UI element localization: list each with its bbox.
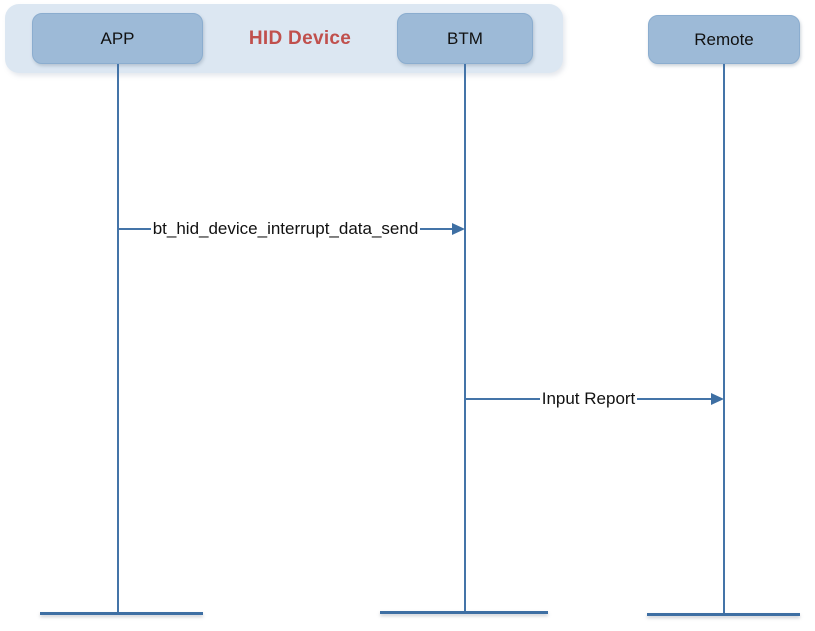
arrowhead-right-icon: [452, 223, 465, 235]
termination-bar-app: [40, 612, 203, 615]
actor-box-remote: Remote: [648, 15, 800, 64]
lifeline-remote: [723, 64, 725, 613]
actor-label-btm: BTM: [447, 28, 483, 48]
termination-bar-remote: [647, 613, 800, 616]
actor-label-app: APP: [100, 28, 135, 48]
message-label: Input Report: [541, 389, 636, 408]
actor-box-btm: BTM: [397, 13, 533, 64]
message-arrow-btm-to-remote: Input Report: [465, 388, 724, 410]
message-line-segment: [637, 398, 712, 400]
message-line-segment: [465, 398, 540, 400]
actor-label-remote: Remote: [694, 29, 754, 49]
message-label: bt_hid_device_interrupt_data_send: [152, 219, 419, 238]
arrowhead-right-icon: [711, 393, 724, 405]
message-line-segment: [420, 228, 453, 230]
group-title: HID Device: [203, 13, 397, 64]
termination-bar-btm: [380, 611, 548, 614]
message-arrow-app-to-btm: bt_hid_device_interrupt_data_send: [118, 218, 465, 240]
message-line-segment: [118, 228, 151, 230]
group-title-text: HID Device: [248, 27, 352, 49]
lifeline-btm: [464, 64, 466, 611]
actor-box-app: APP: [32, 13, 203, 64]
lifeline-app: [117, 64, 119, 612]
